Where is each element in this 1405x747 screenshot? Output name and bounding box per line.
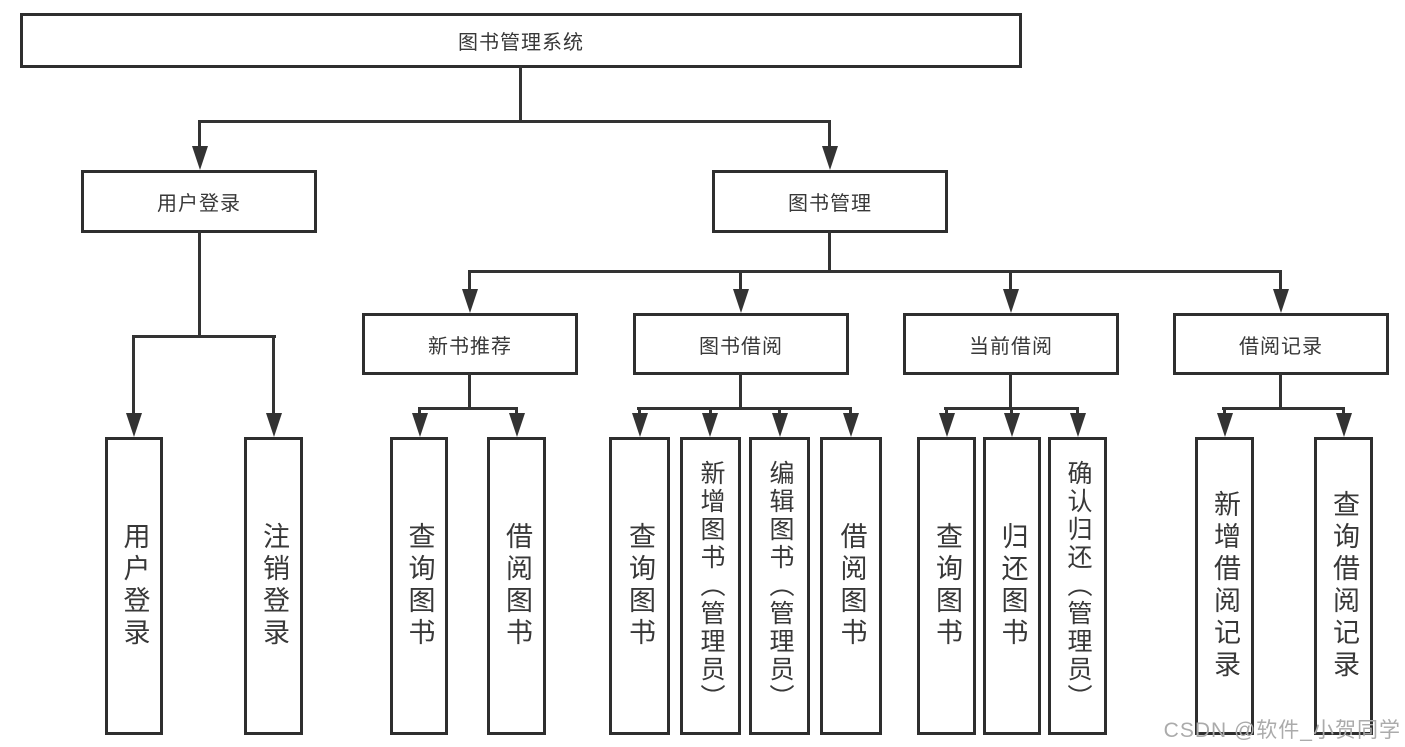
connector-line	[198, 231, 201, 337]
arrow-down-icon	[822, 146, 838, 170]
leaf-label: 借阅图书	[502, 522, 532, 650]
leaf-label: 查询借阅记录	[1329, 490, 1359, 682]
connector-line	[828, 120, 831, 150]
arrow-down-icon	[772, 413, 788, 437]
node-book-borrow-label: 图书借阅	[699, 335, 783, 358]
arrow-down-icon	[1004, 413, 1020, 437]
connector-line	[1279, 373, 1282, 409]
arrow-down-icon	[462, 289, 478, 313]
arrow-down-icon	[1217, 413, 1233, 437]
node-user-login: 用户登录	[81, 170, 317, 233]
node-book-management-label: 图书管理	[788, 193, 872, 215]
connector-line	[1279, 270, 1282, 295]
arrow-down-icon	[843, 413, 859, 437]
node-new-book-recommend-label: 新书推荐	[428, 335, 512, 358]
connector-line	[1009, 373, 1012, 409]
leaf-label: 注销登录	[259, 522, 289, 650]
arrow-down-icon	[266, 413, 282, 437]
leaf-borrow-edit-books-admin: 编辑图书（管理员）	[749, 437, 810, 735]
connector-line	[637, 407, 852, 410]
leaf-label: 查询图书	[625, 522, 655, 650]
leaf-logout: 注销登录	[244, 437, 303, 735]
leaf-records-add-record: 新增借阅记录	[1195, 437, 1254, 735]
connector-line	[828, 231, 831, 272]
connector-line	[132, 335, 276, 338]
connector-line	[1222, 407, 1345, 410]
leaf-newbook-borrow-books: 借阅图书	[487, 437, 546, 735]
leaf-current-confirm-return-admin: 确认归还（管理员）	[1048, 437, 1107, 735]
leaf-label: 新增图书（管理员）	[697, 460, 725, 712]
connector-line	[1009, 270, 1012, 295]
leaf-label: 确认归还（管理员）	[1064, 460, 1092, 712]
leaf-current-query-books: 查询图书	[917, 437, 976, 735]
node-current-borrow: 当前借阅	[903, 313, 1119, 375]
node-borrow-records: 借阅记录	[1173, 313, 1389, 375]
arrow-down-icon	[1273, 289, 1289, 313]
leaf-newbook-query-books: 查询图书	[390, 437, 448, 735]
arrow-down-icon	[1336, 413, 1352, 437]
arrow-down-icon	[632, 413, 648, 437]
connector-line	[198, 120, 201, 150]
arrow-down-icon	[192, 146, 208, 170]
arrow-down-icon	[733, 289, 749, 313]
leaf-label: 查询图书	[932, 522, 962, 650]
node-borrow-records-label: 借阅记录	[1239, 335, 1323, 358]
leaf-borrow-query-books: 查询图书	[609, 437, 670, 735]
connector-line	[739, 373, 742, 409]
arrow-down-icon	[1003, 289, 1019, 313]
arrow-down-icon	[126, 413, 142, 437]
leaf-label: 查询图书	[404, 522, 435, 650]
node-new-book-recommend: 新书推荐	[362, 313, 578, 375]
node-root-label: 图书管理系统	[458, 32, 584, 54]
leaf-label: 借阅图书	[836, 522, 867, 650]
arrow-down-icon	[702, 413, 718, 437]
node-root: 图书管理系统	[20, 13, 1022, 68]
connector-line	[468, 270, 471, 295]
connector-line	[468, 373, 471, 409]
arrow-down-icon	[939, 413, 955, 437]
arrow-down-icon	[412, 413, 428, 437]
node-book-borrow: 图书借阅	[633, 313, 849, 375]
leaf-user-login: 用户登录	[105, 437, 163, 735]
arrow-down-icon	[1070, 413, 1086, 437]
leaf-borrow-add-books-admin: 新增图书（管理员）	[680, 437, 741, 735]
leaf-label: 归还图书	[997, 522, 1028, 650]
leaf-borrow-borrow-books: 借阅图书	[820, 437, 882, 735]
leaf-label: 新增借阅记录	[1210, 490, 1240, 682]
node-current-borrow-label: 当前借阅	[969, 335, 1053, 358]
watermark: CSDN @软件_小贺同学	[1163, 719, 1401, 742]
connector-line	[198, 120, 831, 123]
connector-line	[739, 270, 742, 295]
leaf-label: 编辑图书（管理员）	[766, 460, 794, 712]
connector-line	[132, 335, 135, 415]
node-book-management: 图书管理	[712, 170, 948, 233]
connector-line	[519, 66, 522, 122]
node-user-login-label: 用户登录	[157, 193, 241, 215]
leaf-current-return-books: 归还图书	[983, 437, 1041, 735]
connector-line	[272, 335, 275, 415]
leaf-records-query-record: 查询借阅记录	[1314, 437, 1373, 735]
connector-line	[418, 407, 518, 410]
arrow-down-icon	[509, 413, 525, 437]
connector-line	[468, 270, 1282, 273]
leaf-label: 用户登录	[119, 522, 150, 650]
